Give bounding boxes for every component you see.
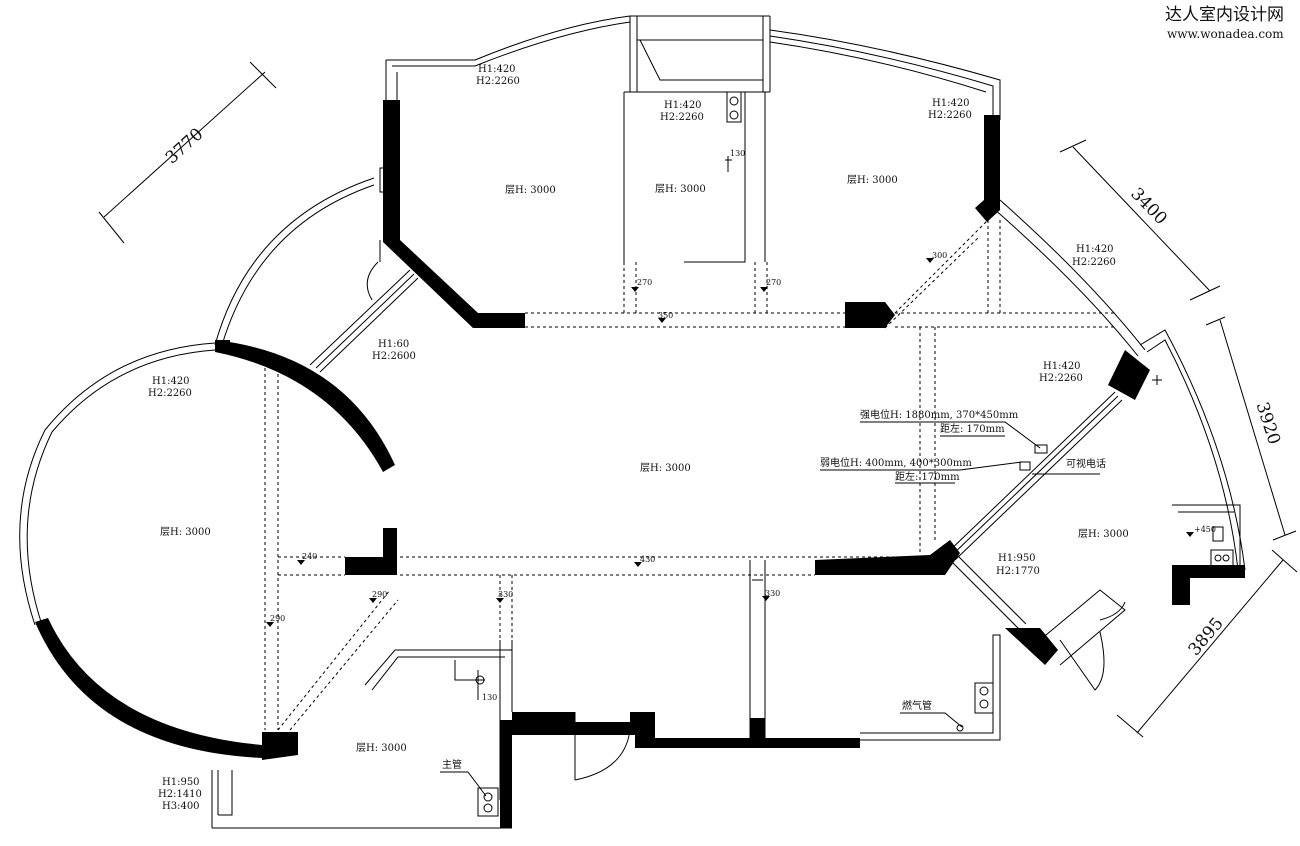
level-300: 300 (932, 251, 947, 260)
note-weak-power-offset: 距左: 170mm (895, 470, 960, 483)
h2-top-right: H2:2260 (928, 110, 972, 121)
level-130-a: 130 (730, 149, 745, 158)
h1-top-left: H1:420 (478, 64, 516, 75)
level-markers (266, 258, 1194, 627)
h1-top-right: H1:420 (932, 98, 970, 109)
h2-balcony-door: H2:2260 (1039, 373, 1083, 384)
note-main-pipe: 主管 (442, 758, 462, 771)
ceiling-height-labels: 层H: 3000 层H: 3000 层H: 3000 层H: 3000 层H: … (160, 174, 1129, 754)
h1-round-room: H1:420 (152, 376, 190, 387)
ceiling-round-room: 层H: 3000 (160, 526, 211, 538)
ceiling-top-right: 层H: 3000 (847, 174, 898, 186)
h3-bottom-window: H3:400 (162, 801, 200, 812)
note-strong-power: 强电位H: 1880mm, 370*450mm (860, 408, 1019, 421)
ceiling-top-mid: 层H: 3000 (655, 183, 706, 195)
note-video-phone: 可视电话 (1066, 457, 1106, 470)
watermark-url: www.wonadea.com (1167, 27, 1284, 41)
level-430: 430 (640, 555, 655, 564)
h1-center-door: H1:60 (378, 339, 409, 350)
level-350: 350 (658, 311, 673, 320)
level-270-b: 270 (766, 278, 781, 287)
level-240: 240 (302, 552, 317, 561)
h1-balcony-door: H1:420 (1043, 361, 1081, 372)
h1-top-mid: H1:420 (664, 100, 702, 111)
level-330-b: 330 (765, 589, 780, 598)
ceiling-bottom-room: 层H: 3000 (356, 742, 407, 754)
fixtures (440, 91, 1234, 817)
dimension-3770: 3770 (162, 124, 208, 168)
dashed-lines (264, 219, 1115, 731)
level-270-a: 270 (637, 278, 652, 287)
opening-labels: H1:420 H2:2260 H1:420 H2:2260 H1:420 H2:… (148, 64, 1116, 812)
dimension-lines (98, 61, 1298, 738)
h2-round-room: H2:2260 (148, 388, 192, 399)
h2-right-arc: H2:2260 (1072, 257, 1116, 268)
level-290-a: 290 (372, 590, 387, 599)
h2-top-mid: H2:2260 (660, 112, 704, 123)
note-gas-pipe: 燃气管 (902, 699, 932, 712)
h2-right-room: H2:1770 (996, 566, 1040, 577)
level-330-a: 330 (498, 590, 513, 599)
dimension-3400: 3400 (1126, 184, 1170, 229)
note-weak-power: 弱电位H: 400mm, 400*300mm (820, 456, 972, 469)
level-values: 270 270 350 300 240 430 290 330 330 290 … (270, 149, 1216, 702)
ceiling-living: 层H: 3000 (640, 462, 691, 474)
level-plus-450: +450 (1194, 525, 1216, 534)
watermark-brand: 达人室内设计网 (1165, 5, 1284, 25)
solid-walls (35, 100, 1245, 828)
h2-bottom-window: H2:1410 (158, 789, 202, 800)
h1-right-room: H1:950 (998, 553, 1036, 564)
annotation-notes: 强电位H: 1880mm, 370*450mm 距左: 170mm 弱电位H: … (442, 408, 1106, 771)
level-130-b: 130 (482, 693, 497, 702)
ceiling-top-left: 层H: 3000 (505, 184, 556, 196)
note-strong-power-offset: 距左: 170mm (940, 422, 1005, 435)
h2-center-door: H2:2600 (372, 351, 416, 362)
dimension-3895: 3895 (1185, 614, 1228, 660)
ceiling-right-room: 层H: 3000 (1078, 528, 1129, 540)
level-290-b: 290 (270, 614, 285, 623)
h1-right-arc: H1:420 (1076, 244, 1114, 255)
h1-bottom-window: H1:950 (162, 777, 200, 788)
h2-top-left: H2:2260 (476, 76, 520, 87)
